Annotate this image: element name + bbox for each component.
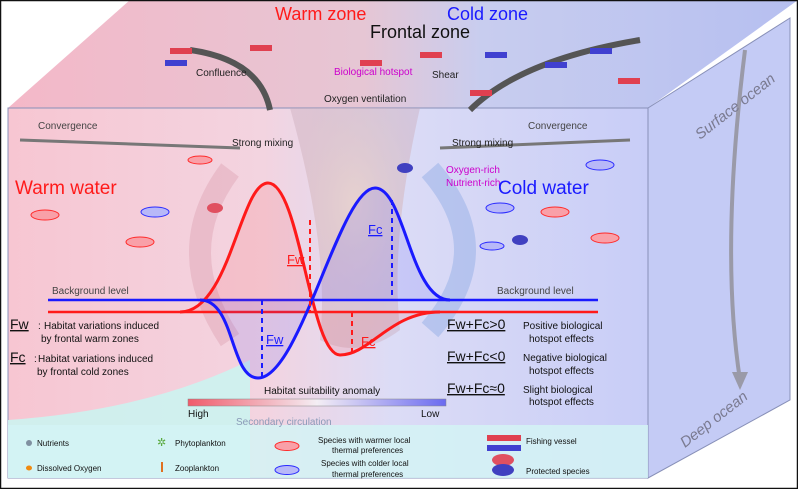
top-face [8,0,798,108]
svg-text:Fw+Fc>0: Fw+Fc>0 [447,316,506,332]
nutrient-rich-label: Nutrient-rich [446,178,500,189]
hotspot-label: Biological hotspot [334,67,413,78]
svg-text:by frontal warm zones: by frontal warm zones [41,334,139,345]
svg-text:Species with warmer local: Species with warmer local [318,436,411,445]
effect-slight: Fw+Fc≈0 Slight biological hotspot effect… [447,380,594,408]
svg-text:Habitat variations induced: Habitat variations induced [38,354,153,365]
cold-zone-label: Cold zone [447,4,528,24]
convergence-arrow-right [439,138,631,150]
svg-text:Fw+Fc≈0: Fw+Fc≈0 [447,380,505,396]
svg-text::: : [34,354,37,365]
downwelling-arrow [729,49,747,381]
svg-text:Protected species: Protected species [526,467,590,476]
frontal-zone-label: Frontal zone [370,22,470,42]
fw-warm-peak-label: Fw [287,252,305,267]
svg-text:hotspot effects: hotspot effects [529,334,594,345]
warm-zone-label: Warm zone [275,4,366,24]
svg-text:hotspot effects: hotspot effects [529,397,594,408]
ventilation-label: Oxygen ventilation [324,94,406,105]
svg-text:Nutrients: Nutrients [37,439,69,448]
svg-text:Fw: Fw [10,316,30,332]
cold-species-icon [274,465,300,475]
svg-text:Fishing vessel: Fishing vessel [526,437,577,446]
warm-water-label: Warm water [15,178,117,199]
svg-text:Dissolved Oxygen: Dissolved Oxygen [37,464,101,473]
legend-area [8,425,648,478]
svg-text:thermal preferences: thermal preferences [332,470,403,479]
svg-text:Negative biological: Negative biological [523,353,607,364]
cold-water-label: Cold water [498,178,589,199]
turtle-icon-cold [397,163,528,245]
anomaly-high-label: High [188,409,209,420]
mixing-right-label: Strong mixing [452,138,513,149]
svg-text:Fw+Fc<0: Fw+Fc<0 [447,348,506,364]
definition-fc: Fc : Habitat variations induced by front… [10,349,153,378]
svg-text:Slight biological: Slight biological [523,385,593,396]
svg-text:Fc: Fc [10,349,26,365]
oxygen-rich-label: Oxygen-rich [446,165,500,176]
secondary-circulation-label: Secondary circulation [236,417,332,428]
phytoplankton-icon: ✲ [157,437,166,449]
shear-label: Shear [432,70,459,81]
cold-fish-icon [140,159,615,251]
warm-curve [179,181,441,357]
shear-arrow [467,37,641,113]
svg-text:Positive biological: Positive biological [523,321,603,332]
mixing-left-label: Strong mixing [232,138,293,149]
svg-text:hotspot effects: hotspot effects [529,366,594,377]
svg-text:Habitat variations induced: Habitat variations induced [44,321,159,332]
turtle-icon [207,203,223,213]
svg-text:Species with colder local: Species with colder local [321,459,409,468]
warm-fish-icon [30,155,620,248]
legend: Nutrients Dissolved Oxygen ✲ Phytoplankt… [26,435,590,479]
warm-species-icon [274,441,300,451]
convergence-right-label: Convergence [528,121,588,132]
fc-trough-label: Fc [361,334,376,349]
fw-trough-label: Fw [266,332,284,347]
habitat-curves [48,181,598,380]
protected-species-icon [492,454,514,466]
definition-fw: Fw : Habitat variations induced by front… [10,316,159,345]
fishing-vessel-icons [165,45,640,96]
confluence-arrow [189,47,273,111]
svg-text:by frontal cold zones: by frontal cold zones [37,367,129,378]
svg-text::: : [38,321,41,332]
frontal-plume [290,108,420,348]
background-level-left: Background level [52,286,129,297]
fc-cold-peak-label: Fc [368,222,383,237]
zooplankton-icon [161,462,163,472]
effect-negative: Fw+Fc<0 Negative biological hotspot effe… [447,348,607,377]
nutrients-icon [26,440,32,446]
oxygen-icon [26,465,32,471]
svg-text:Zooplankton: Zooplankton [175,464,219,473]
anomaly-colorbar [187,398,447,407]
svg-text:Phytoplankton: Phytoplankton [175,439,226,448]
fishing-vessel-icon [487,435,521,441]
confluence-label: Confluence [196,68,247,79]
background-level-right: Background level [497,286,574,297]
convergence-arrow-left [19,138,241,150]
anomaly-low-label: Low [421,409,440,420]
svg-text:thermal preferences: thermal preferences [332,446,403,455]
convergence-left-label: Convergence [38,121,98,132]
effect-positive: Fw+Fc>0 Positive biological hotspot effe… [447,316,603,345]
anomaly-title: Habitat suitability anomaly [264,386,380,397]
